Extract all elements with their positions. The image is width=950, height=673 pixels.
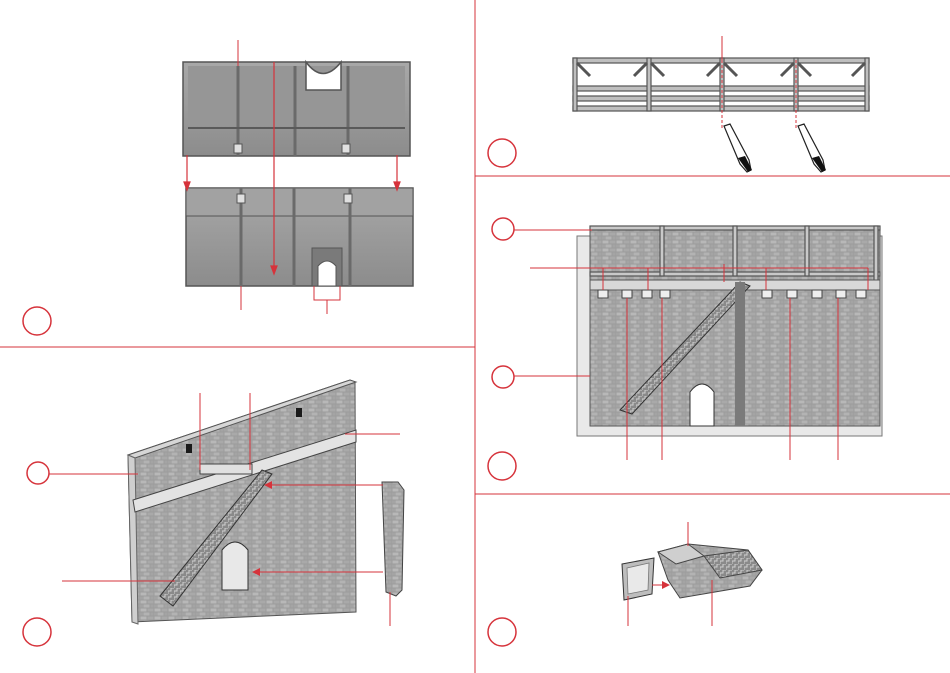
floor-part-upper xyxy=(183,62,410,156)
cut-lines xyxy=(722,36,796,128)
railing-part xyxy=(573,58,869,111)
step-circle-icon xyxy=(23,307,51,335)
assembly-arrow xyxy=(662,581,670,589)
step-circle-icon xyxy=(492,366,514,388)
panel-railing-cut xyxy=(488,36,869,172)
panel-walkway-floor xyxy=(23,40,413,335)
arch-doorway xyxy=(690,384,714,426)
step-circle-icon xyxy=(27,462,49,484)
wall-pilaster xyxy=(735,282,745,426)
floor-part-lower xyxy=(186,188,413,286)
step-circle-icon xyxy=(488,452,516,480)
panel-stair-block xyxy=(488,522,762,646)
step-circle-icon xyxy=(23,618,51,646)
arch-doorway xyxy=(222,542,248,590)
step-circle-icon xyxy=(492,218,514,240)
panel-wall-staircase xyxy=(23,380,404,646)
step-circle-icon xyxy=(488,618,516,646)
panel-wall-assembled xyxy=(488,218,882,480)
hobby-knife-icon xyxy=(798,124,826,172)
pilaster-part xyxy=(382,482,404,596)
hobby-knife-icon xyxy=(724,124,752,172)
step-circle-icon xyxy=(488,139,516,167)
